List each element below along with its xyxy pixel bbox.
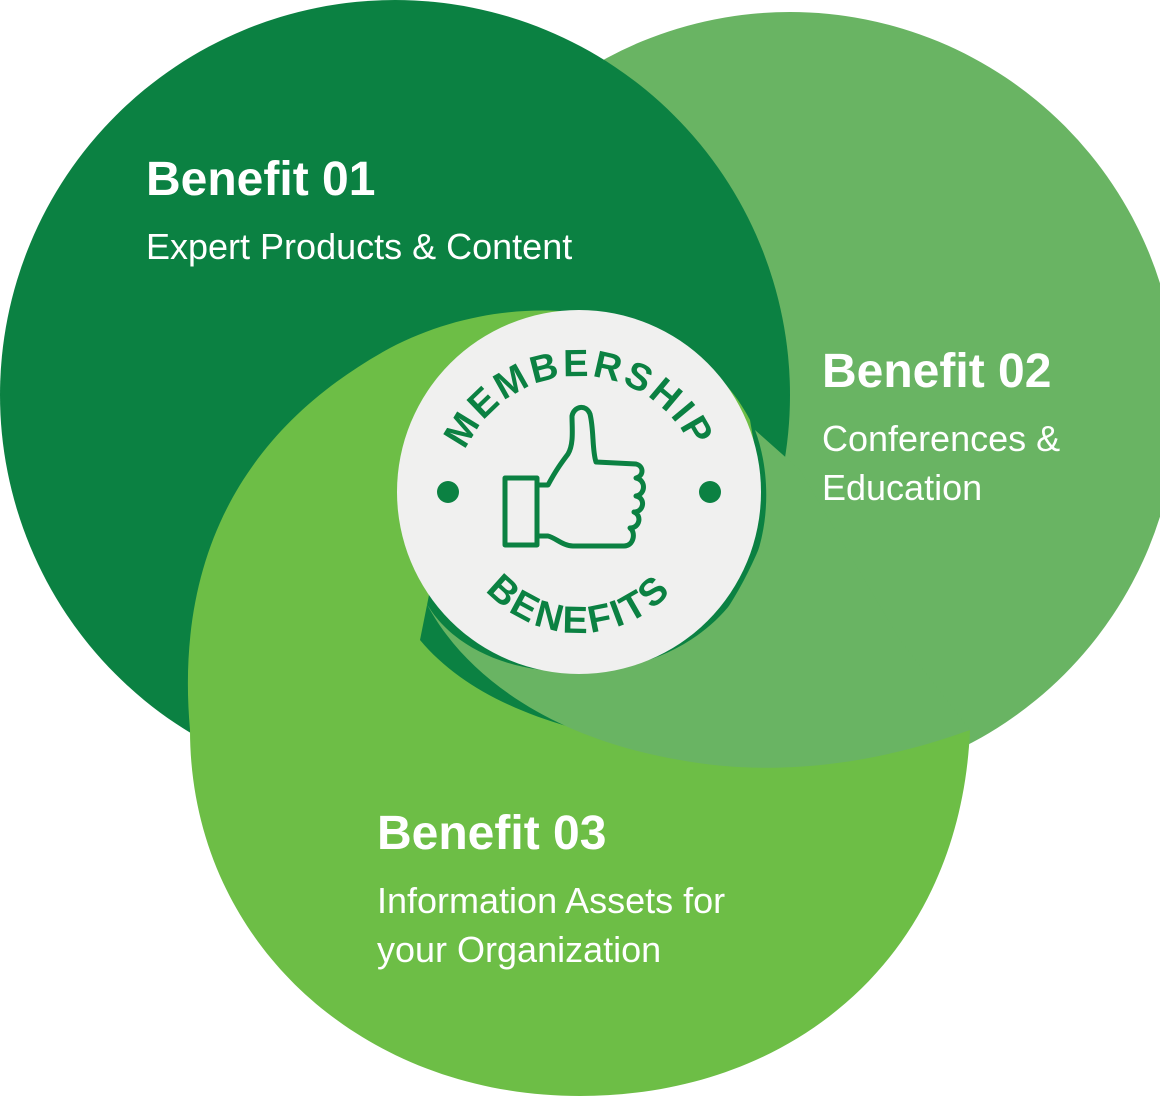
benefit-2: Benefit 02 Conferences & Education <box>822 344 1060 512</box>
benefit-3-desc-line-2: your Organization <box>377 928 662 970</box>
benefit-2-desc-line-1: Conferences & <box>822 418 1061 460</box>
benefit-1: Benefit 01 Expert Products & Content <box>146 152 572 272</box>
benefit-2-title: Benefit 02 <box>822 345 1052 398</box>
benefit-3: Benefit 03 Information Assets for your O… <box>377 806 725 974</box>
overlap-benefit-2 <box>420 430 970 768</box>
benefit-1-desc-line-1: Expert Products & Content <box>146 226 573 268</box>
benefit-1-title: Benefit 01 <box>146 153 376 206</box>
badge-circle <box>397 310 761 674</box>
shape-benefit-3 <box>187 310 971 1096</box>
benefit-2-desc-line-2: Education <box>822 466 983 508</box>
benefit-3-title: Benefit 03 <box>377 807 607 860</box>
benefit-3-desc-line-1: Information Assets for <box>377 880 726 922</box>
badge-left-dot <box>437 481 459 503</box>
badge-right-dot <box>699 481 721 503</box>
thumbs-up-icon <box>502 405 646 549</box>
